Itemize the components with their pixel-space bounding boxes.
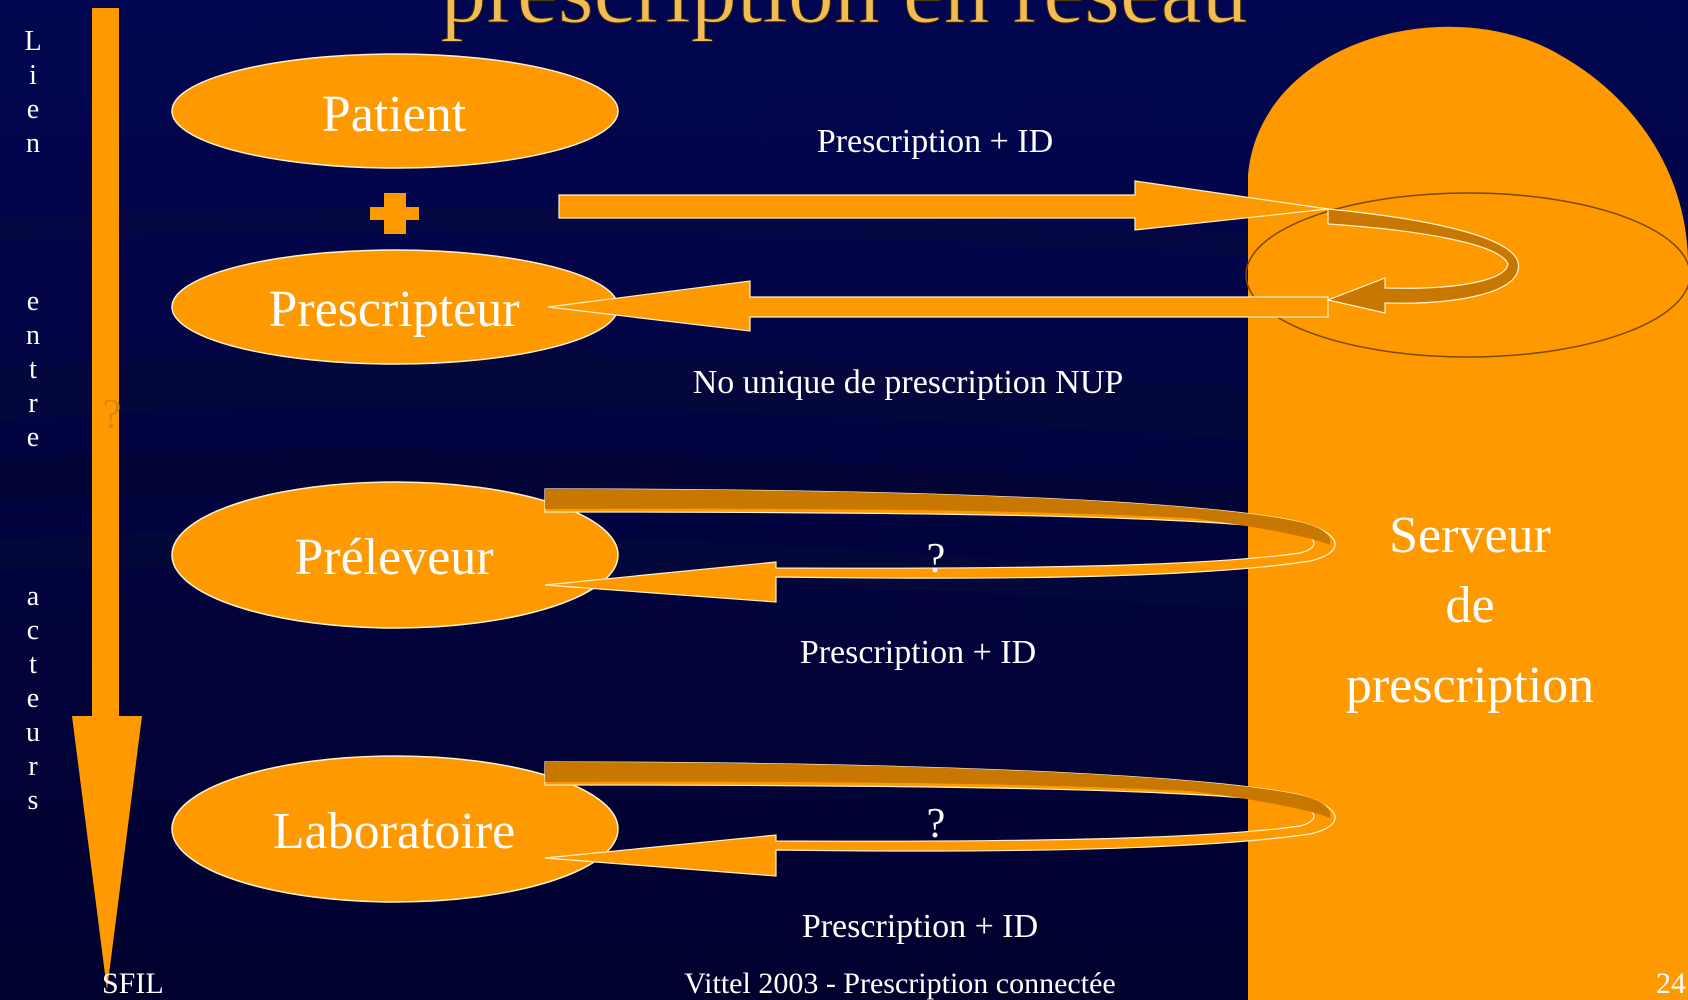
laboratoire-loop-top-band [545,762,1331,818]
svg-text:e: e [27,422,39,453]
svg-text:Serveur: Serveur [1389,507,1551,564]
lien-entre-acteurs-arrow [72,8,142,990]
server-label: Serveur de prescription [1346,507,1594,714]
footer-page-number: 24 [1656,967,1686,1000]
svg-text:n: n [26,128,40,159]
svg-text:t: t [29,354,37,385]
actor-prescripteur-label: Prescripteur [268,281,519,338]
svg-text:L: L [24,26,41,57]
label-prescription-id-prel: Prescription + ID [800,634,1036,671]
preleveur-loop-top-band [545,489,1331,545]
actor-laboratoire-ellipse [171,755,619,903]
arrow-to-prescripteur [547,280,1329,332]
vertical-label: L i e n e n t r e a c t e u r s [24,26,41,816]
server-loop-arrow [1325,208,1520,314]
svg-text:i: i [29,60,37,91]
svg-text:de: de [1445,577,1494,634]
svg-text:prescription: prescription [1346,657,1594,714]
svg-text:a: a [27,581,40,612]
svg-text:s: s [28,785,39,816]
arrow-to-server [558,180,1329,231]
label-nup: No unique de prescription NUP [693,364,1124,401]
svg-text:e: e [27,286,39,317]
label-prescription-id-top: Prescription + ID [817,123,1053,160]
svg-text:e: e [27,683,39,714]
svg-text:n: n [26,320,40,351]
label-prescription-id-lab: Prescription + ID [802,908,1038,945]
svg-text:r: r [28,751,38,782]
server-top-ellipse [1245,192,1688,358]
actor-preleveur-ellipse [171,481,619,629]
actor-preleveur-label: Préleveur [294,529,493,586]
actor-patient-label: Patient [322,86,467,143]
actor-laboratoire-label: Laboratoire [273,803,516,860]
svg-text:t: t [29,649,37,680]
vertical-arrow-question: ? [103,392,122,438]
preleveur-question: ? [927,536,946,582]
footer-left: SFIL [102,967,164,1000]
laboratoire-question: ? [927,801,946,847]
svg-text:c: c [27,615,39,646]
actor-patient-ellipse [171,53,619,169]
svg-text:r: r [28,388,38,419]
footer-center: Vittel 2003 - Prescription connectée [684,967,1115,1000]
plus-icon [370,193,419,234]
slide-title: prescription en réseau [440,0,1247,42]
svg-text:e: e [27,94,39,125]
svg-text:u: u [26,717,40,748]
server-shape [1248,26,1688,1000]
